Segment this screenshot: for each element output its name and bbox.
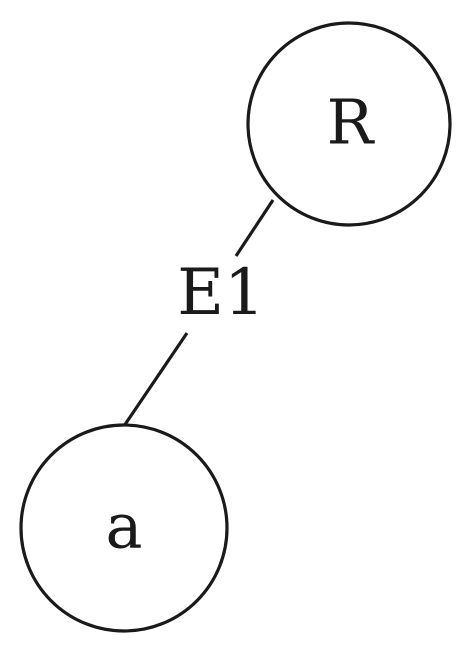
edge-label-e1: E1 [177,256,264,330]
node-a-circle [19,423,229,633]
node-r-label: R [327,86,376,159]
edge-line-lower [122,332,189,427]
node-r: R [246,21,452,227]
edge-line-upper [234,199,275,257]
node-a: a [19,423,229,633]
node-r-circle [246,21,452,227]
node-a-label: a [106,490,143,563]
